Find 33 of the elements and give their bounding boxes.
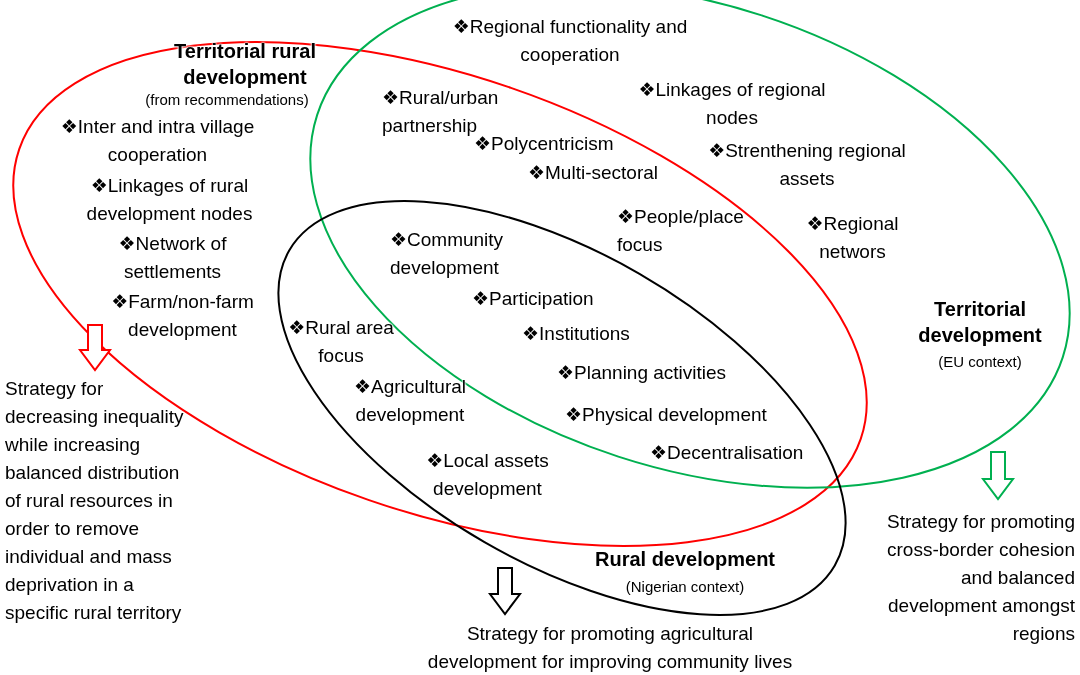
block-arrow xyxy=(78,324,112,372)
bullet-item: ❖Community development xyxy=(390,228,505,280)
bullet-item: ❖People/place focus xyxy=(617,205,745,257)
bullet-item: ❖Strenthening regional assets xyxy=(707,139,907,191)
set-heading: Rural development xyxy=(593,547,776,572)
set-heading: Territorial rural development xyxy=(173,39,317,90)
bullet-item: ❖Physical development xyxy=(565,403,768,427)
bullet-item: ❖Rural area focus xyxy=(287,316,395,368)
bullet-item: ❖Network of settlements xyxy=(117,232,228,284)
set-heading: Territorial development xyxy=(917,297,1043,348)
bullet-item: ❖Regional networs xyxy=(805,212,900,264)
strategy-text: Strategy for promoting cross-border cohesion and balanced development amongst regions xyxy=(886,510,1075,646)
bullet-item: ❖Inter and intra village cooperation xyxy=(59,115,256,167)
strategy-text: Strategy for decreasing inequality while increasing balanced distribution of rural resources in order to remove individual and mass deprivation in a specific rural territory xyxy=(5,377,185,625)
block-arrow xyxy=(981,451,1015,501)
block-arrow xyxy=(488,567,522,616)
strategy-text: Strategy for promoting agricultural development for improving community lives xyxy=(426,622,794,674)
bullet-item: ❖Linkages of rural development nodes xyxy=(85,174,254,226)
bullet-item: ❖Decentralisation xyxy=(650,441,805,465)
bullet-item: ❖Local assets development xyxy=(425,449,550,501)
bullet-item: ❖Agricultural development xyxy=(352,375,468,427)
bullet-item: ❖Farm/non-farm development xyxy=(110,290,255,342)
bullet-item: ❖Rural/urban partnership xyxy=(382,86,500,136)
bullet-item: ❖Participation xyxy=(472,287,595,311)
bullet-item: ❖Polycentricism xyxy=(474,133,615,156)
set-subheading: (from recommendations) xyxy=(144,90,310,110)
bullet-item: ❖Planning activities xyxy=(557,361,728,385)
set-subheading: (EU context) xyxy=(937,352,1023,372)
set-subheading: (Nigerian context) xyxy=(624,577,746,597)
bullet-item: ❖Regional functionality and cooperation xyxy=(451,15,689,67)
bullet-item: ❖Linkages of regional nodes xyxy=(637,78,827,130)
bullet-item: ❖Institutions xyxy=(522,322,631,346)
bullet-item: ❖Multi-sectoral xyxy=(528,161,659,185)
